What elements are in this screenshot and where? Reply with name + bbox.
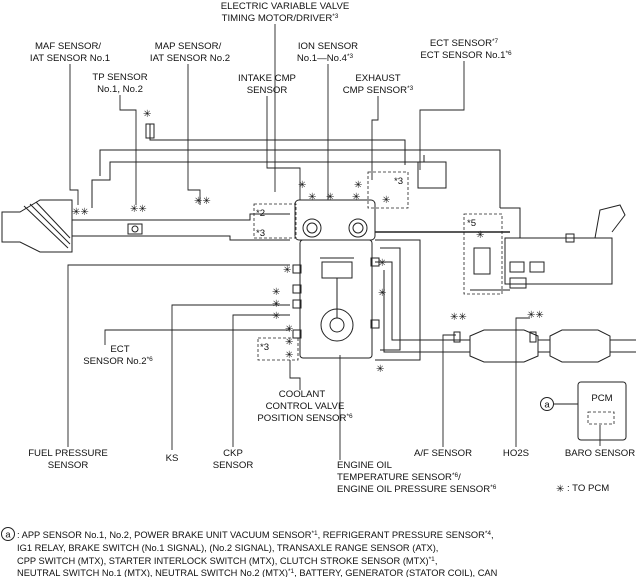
intake-cmp-label-line1: INTAKE CMP <box>238 73 296 84</box>
coolant-and-fuel-lines <box>375 204 626 361</box>
svg-text:✳: ✳ <box>378 258 386 269</box>
legend-to-pcm: : TO PCM <box>567 483 609 494</box>
footnote-line1: : APP SENSOR No.1, No.2, POWER BRAKE UNI… <box>17 530 494 540</box>
svg-text:✳: ✳ <box>272 299 280 310</box>
exhaust-system: ✳✳ ✳✳ <box>375 261 636 363</box>
ect7-label-line1: ECT SENSOR*7 <box>430 38 499 49</box>
svg-text:✳: ✳ <box>376 364 384 375</box>
ckp-label-line2: SENSOR <box>213 460 254 471</box>
oil-label-line3: ENGINE OIL PRESSURE SENSOR*6 <box>337 484 497 495</box>
svg-text:✳: ✳ <box>272 287 280 298</box>
coolant-label-line1: COOLANT <box>279 389 326 400</box>
exhaust-cmp-label-line2: CMP SENSOR*3 <box>343 85 414 96</box>
purge-star-icon: ✳ <box>143 109 151 120</box>
circle-a-letter: a <box>544 400 550 411</box>
maf-star-icon: ✳✳ <box>72 207 89 218</box>
oil-label-line1: ENGINE OIL <box>337 460 393 471</box>
footnote-line2: IG1 RELAY, BRAKE SWITCH (No.1 SIGNAL), (… <box>17 543 438 553</box>
tp-label-line1: TP SENSOR <box>92 72 147 83</box>
inset-label-2: *2 <box>256 208 265 219</box>
svg-text:✳: ✳ <box>283 265 291 276</box>
map-star-icon: ✳✳ <box>194 196 211 207</box>
svg-text:✳: ✳ <box>354 180 362 191</box>
ect2-label-line1: ECT <box>110 344 129 355</box>
fuel-pressure-label-line2: SENSOR <box>48 460 89 471</box>
leader-lines <box>67 24 601 460</box>
svg-text:✳: ✳ <box>285 324 293 335</box>
map-label-line1: MAP SENSOR/ <box>155 41 222 52</box>
ckp-label-line1: CKP <box>223 448 243 459</box>
svg-text:✳: ✳ <box>326 192 334 203</box>
coolant-label-line2: CONTROL VALVE <box>266 401 345 412</box>
footnote: a : APP SENSOR No.1, No.2, POWER BRAKE U… <box>1 527 497 577</box>
oil-label-line2: TEMPERATURE SENSOR*6/ <box>337 472 461 483</box>
tp-star-icon: ✳✳ <box>130 204 147 215</box>
intake-system: ✳✳ ✳✳ ✳✳ ✳ <box>1 109 501 253</box>
inset-label-3c: *3 <box>260 342 269 353</box>
inset-label-5: *5 <box>467 218 476 229</box>
af-label: A/F SENSOR <box>414 448 472 459</box>
coolant-label-line3: POSITION SENSOR*6 <box>257 413 353 424</box>
svg-text:✳: ✳ <box>378 288 386 299</box>
engine: ✳ ✳ ✳ ✳ ✳ ✳ ✳ ✳ ✳ ✳ ✳ ✳ ✳ ✳ ✳ ✳ *2 *3 *3… <box>253 171 503 375</box>
ks-label: KS <box>166 453 179 464</box>
map-label-line2: IAT SENSOR No.2 <box>150 53 230 64</box>
inset-label-3b: *3 <box>394 176 403 187</box>
svg-text:✳: ✳ <box>352 192 360 203</box>
footnote-circle-a <box>1 527 15 541</box>
maf-label-line2: IAT SENSOR No.1 <box>30 53 110 64</box>
svg-text:✳: ✳ <box>308 192 316 203</box>
ion-label-line2: No.1—No.4*3 <box>297 53 354 64</box>
svg-text:✳: ✳ <box>298 180 306 191</box>
ion-label-line1: ION SENSOR <box>298 41 358 52</box>
circle-a-marker <box>540 397 554 411</box>
svg-text:✳: ✳ <box>285 350 293 361</box>
baro-label: BARO SENSOR <box>565 448 635 459</box>
fuel-pressure-label-line1: FUEL PRESSURE <box>28 448 108 459</box>
maf-label-line1: MAF SENSOR/ <box>35 41 101 52</box>
inset-label-3a: *3 <box>256 228 265 239</box>
ho2s-label: HO2S <box>503 448 529 459</box>
svg-text:✳: ✳ <box>476 230 484 241</box>
pcm-label: PCM <box>591 393 612 404</box>
evvt-label-line1: ELECTRIC VARIABLE VALVE <box>221 1 350 12</box>
legend-star-icon: ✳ <box>556 484 564 495</box>
intake-cmp-label-line2: SENSOR <box>247 85 288 96</box>
af-star-icon: ✳✳ <box>450 312 467 323</box>
exhaust-cmp-label-line1: EXHAUST <box>355 73 400 84</box>
footnote-line3: CPP SWITCH (MTX), STARTER INTERLOCK SWIT… <box>17 556 437 566</box>
ho2s-star-icon: ✳✳ <box>527 310 544 321</box>
svg-text:✳: ✳ <box>272 311 280 322</box>
tp-label-line2: No.1, No.2 <box>97 84 143 95</box>
ect7-label-line2: ECT SENSOR No.1*6 <box>420 50 512 61</box>
footnote-circle-a-letter: a <box>5 530 11 540</box>
pcm-box <box>577 381 627 441</box>
svg-text:✳: ✳ <box>285 337 293 348</box>
footnote-line4: NEUTRAL SWITCH No.1 (MTX), NEUTRAL SWITC… <box>17 568 497 577</box>
ect2-label-line2: SENSOR No.2*6 <box>83 356 153 367</box>
evvt-label-line2: TIMING MOTOR/DRIVER*3 <box>222 13 339 24</box>
svg-text:✳: ✳ <box>382 195 390 206</box>
pcm-module: PCM a <box>540 381 627 441</box>
labels: ELECTRIC VARIABLE VALVE TIMING MOTOR/DRI… <box>28 1 635 495</box>
